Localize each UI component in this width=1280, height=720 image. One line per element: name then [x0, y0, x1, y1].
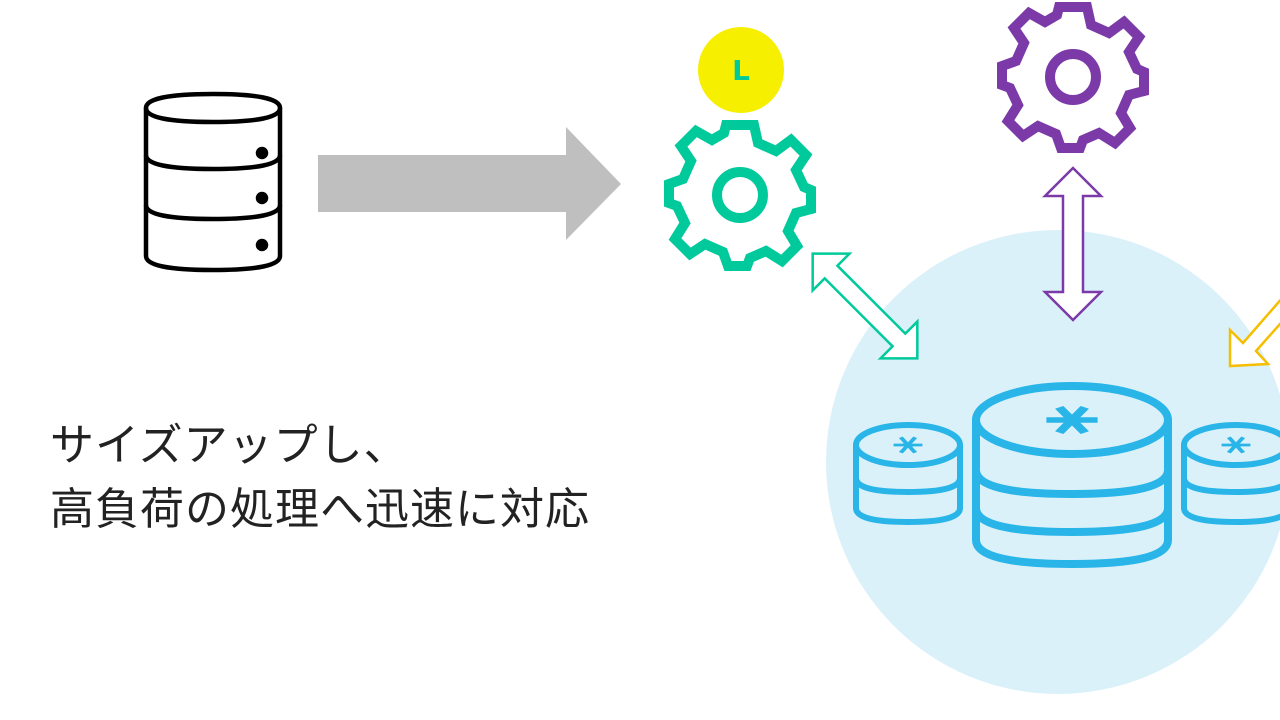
size-badge-label: L	[732, 54, 750, 87]
double-arrow-green	[811, 252, 919, 360]
right-arrow-icon	[318, 127, 621, 240]
gear-icon-green	[669, 125, 811, 266]
snowflake-database-icon-center	[972, 382, 1172, 569]
caption-text: サイズアップし、 高負荷の処理へ迅速に対応	[50, 414, 590, 542]
gear-icon-purple	[1002, 7, 1144, 148]
snowflake-database-icon-left	[853, 422, 963, 526]
database-icon	[143, 91, 283, 273]
snowflake-database-icon-right	[1181, 422, 1280, 526]
caption-line-2: 高負荷の処理へ迅速に対応	[50, 484, 590, 535]
caption-line-1: サイズアップし、	[50, 420, 409, 471]
size-badge: L	[698, 27, 784, 113]
double-arrow-purple	[1041, 166, 1105, 322]
arrow-orange	[1228, 298, 1280, 368]
storage-circle	[826, 230, 1280, 694]
